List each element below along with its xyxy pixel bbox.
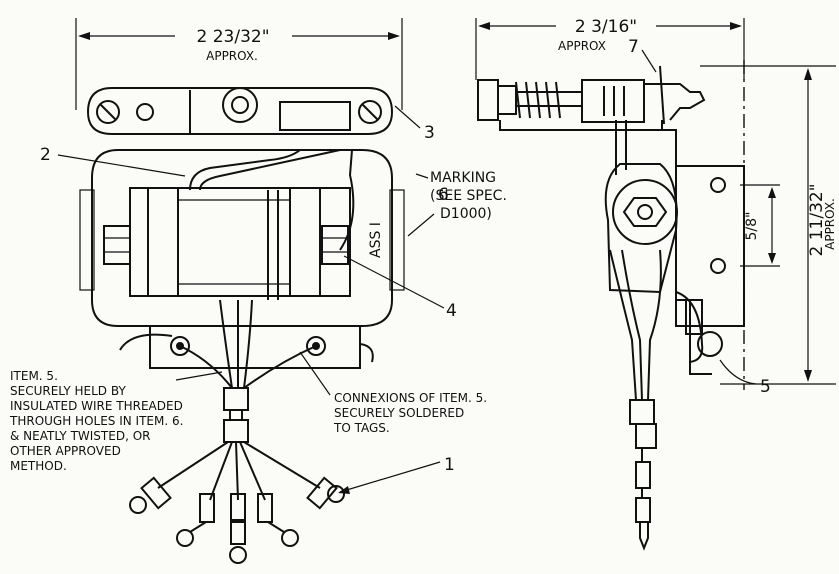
armature-centre-screw: [222, 87, 258, 123]
coil-lead-wire-1: [189, 149, 301, 191]
leader-1: [339, 461, 441, 493]
harness-sleeve-2: [223, 419, 249, 443]
coil-end-plate-right: [289, 187, 321, 297]
tag-board: [149, 325, 361, 369]
contact-block: [581, 79, 645, 123]
core-nut-left: [103, 225, 131, 265]
hole-spacing-dimension: 5/8": [744, 212, 760, 241]
front-width-note: APPROX.: [206, 49, 258, 63]
side-sleeve-2: [635, 423, 657, 449]
mount-hole-lower: [710, 258, 726, 274]
callout-3: 3: [424, 123, 435, 143]
callout-6: 6: [438, 185, 449, 205]
armature-screw-left: [96, 100, 120, 124]
tag-left: [170, 336, 190, 356]
callout-2: 2: [40, 145, 51, 165]
note-left-1: ITEM. 5.: [10, 369, 58, 383]
ring-tag-2: [176, 529, 194, 547]
leader-2: [57, 154, 186, 177]
note-left-6: OTHER APPROVED: [10, 444, 121, 458]
side-armature-knob: [477, 79, 499, 121]
note-left-7: METHOD.: [10, 459, 67, 473]
dim-arrow-right: [388, 32, 400, 40]
mount-hole-upper: [710, 177, 726, 193]
side-nut: [622, 197, 668, 227]
tag-right: [306, 336, 326, 356]
side-height-note: APPROX.: [823, 198, 837, 250]
armature-pivot-hole: [136, 103, 154, 121]
marking-label-1: MARKING: [430, 170, 496, 186]
side-lead-tip: [639, 522, 649, 551]
leader-marking: [415, 173, 429, 179]
coil-lead-wire-3: [339, 149, 355, 251]
contact-spring-block: [279, 101, 351, 131]
side-width-dimension: 2 3/16": [575, 17, 637, 37]
front-view: 2 23/32" APPROX.: [9, 18, 507, 564]
yoke-flange-left: [79, 189, 95, 291]
yoke-flange-right: [389, 189, 405, 291]
yoke-body: [91, 149, 393, 327]
dim-arrow-left: [78, 32, 90, 40]
contact-tip: [644, 83, 706, 121]
marking-stamp: ASS I: [368, 222, 384, 258]
coil-end-plate-left: [147, 187, 179, 297]
side-frame: [662, 129, 712, 375]
note-left-2: SECURELY HELD BY: [10, 384, 126, 398]
marking-label-3: D1000): [440, 206, 492, 222]
leader-6: [407, 213, 435, 237]
note-right-3: TO TAGS.: [333, 421, 390, 435]
note-left-4: THROUGH HOLES IN ITEM. 6.: [9, 414, 183, 428]
leader-5: [719, 359, 757, 385]
ring-tag-5: [327, 485, 345, 503]
marking-label-2: (SEE SPEC.: [430, 188, 507, 204]
callout-5: 5: [760, 377, 771, 397]
callout-1: 1: [444, 455, 455, 475]
side-sleeve-1: [629, 399, 655, 425]
side-mounting-plate: [675, 165, 745, 327]
harness-sleeve-1: [223, 387, 249, 411]
ring-tag-1: [129, 496, 147, 514]
front-width-dimension: 2 23/32": [196, 27, 269, 47]
side-width-note: APPROX: [558, 39, 606, 53]
callout-7: 7: [628, 37, 639, 57]
side-ring-tag: [697, 331, 723, 357]
side-height-dimension: 2 11/32": [807, 183, 827, 256]
coil-lead-wire-2: [199, 149, 341, 191]
leader-connexions: [299, 351, 331, 396]
coil-bobbin: [129, 187, 351, 297]
side-view: 2 3/16" APPROX 7: [475, 17, 837, 551]
note-left-5: & NEATLY TWISTED, OR: [10, 429, 151, 443]
ring-tag-4: [281, 529, 299, 547]
side-coil-disc: [612, 179, 678, 245]
armature-bar: [86, 87, 394, 135]
leader-note: [175, 371, 223, 381]
return-spring: [515, 81, 561, 119]
callout-4: 4: [446, 301, 457, 321]
leader-4: [343, 255, 445, 309]
core-nut-right: [321, 225, 349, 265]
note-right-2: SECURELY SOLDERED: [334, 406, 464, 420]
armature-screw-right: [358, 100, 382, 124]
note-left-3: INSULATED WIRE THREADED: [10, 399, 183, 413]
side-coil-profile: [604, 163, 678, 294]
leader-3: [394, 105, 421, 129]
note-right-1: CONNEXIONS OF ITEM. 5.: [334, 391, 487, 405]
ring-tag-3: [229, 546, 247, 564]
